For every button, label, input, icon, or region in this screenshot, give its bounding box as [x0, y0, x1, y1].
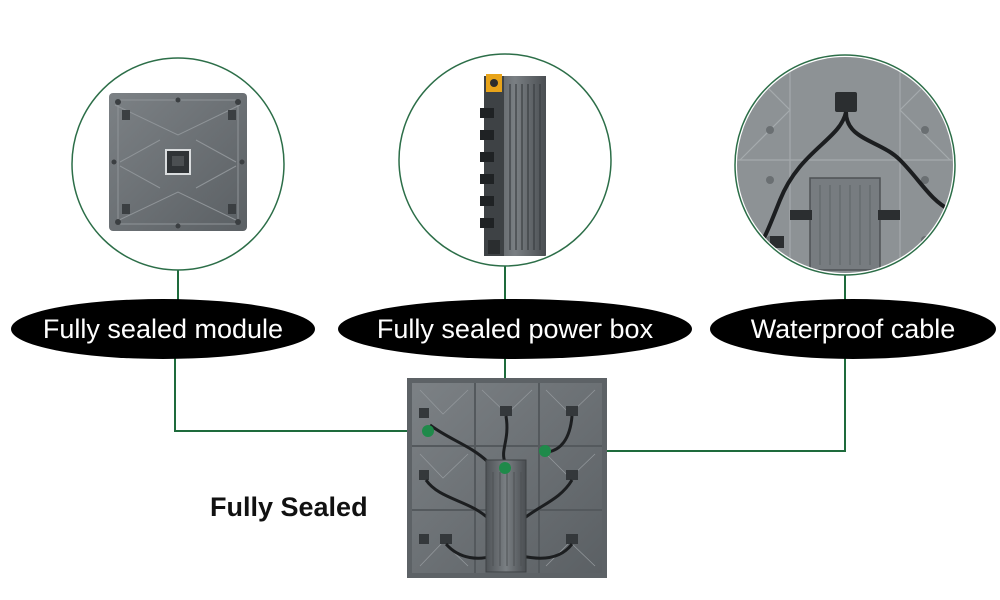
label-ellipse-power-box: [338, 299, 692, 359]
module-back-icon: [71, 57, 285, 271]
connector-line-module-lower: [174, 358, 428, 432]
power-box-icon: [398, 53, 612, 267]
connector-dots: [422, 425, 551, 474]
label-waterproof-cable: Waterproof cable: [750, 314, 956, 344]
label-fully-sealed-power-box: Fully sealed power box: [376, 314, 654, 344]
label-fully-sealed-module: Fully sealed module: [42, 314, 284, 344]
label-ellipse-cable: [710, 299, 996, 359]
connector-dot-power-box: [499, 462, 511, 474]
cabinet-back-icon: [407, 378, 607, 578]
label-ellipse-module: [11, 299, 315, 359]
connector-dot-module: [422, 425, 434, 437]
label-ellipses: [11, 299, 996, 359]
fully-sealed-caption: Fully Sealed: [210, 492, 368, 522]
waterproof-cable-icon: [734, 54, 956, 276]
connector-dot-cable: [539, 445, 551, 457]
connector-line-cable-lower: [545, 358, 846, 452]
